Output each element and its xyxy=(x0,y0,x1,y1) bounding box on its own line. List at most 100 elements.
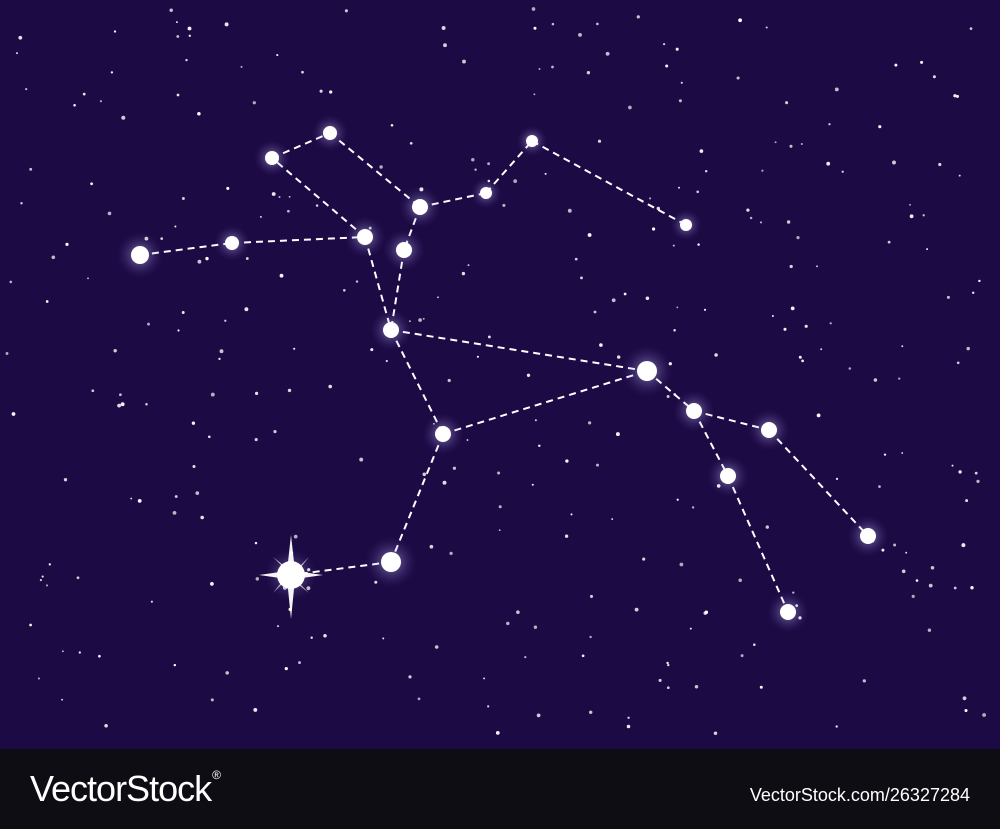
background-star xyxy=(970,586,974,590)
background-star xyxy=(498,505,502,509)
background-star xyxy=(288,195,291,198)
background-star xyxy=(130,497,133,500)
background-star xyxy=(953,586,957,590)
background-star xyxy=(218,357,221,361)
background-star xyxy=(483,677,486,680)
background-star xyxy=(956,361,960,365)
background-star xyxy=(169,8,173,12)
background-star xyxy=(474,168,477,171)
background-star xyxy=(76,576,80,580)
background-star xyxy=(110,71,114,74)
background-star xyxy=(45,584,49,587)
background-star xyxy=(699,149,704,153)
background-star xyxy=(586,71,591,75)
background-star xyxy=(599,343,603,347)
background-star xyxy=(665,64,669,68)
background-star xyxy=(774,141,777,144)
background-star xyxy=(589,594,594,598)
constellation-stars xyxy=(116,114,889,633)
background-star xyxy=(958,174,961,177)
background-star xyxy=(976,479,980,484)
background-star xyxy=(680,81,683,84)
background-star xyxy=(461,271,466,276)
background-star xyxy=(627,716,630,719)
background-star xyxy=(29,167,33,171)
background-star xyxy=(487,705,490,708)
background-star xyxy=(564,534,569,538)
background-star xyxy=(175,21,178,24)
background-star xyxy=(271,192,276,196)
background-star xyxy=(73,103,76,107)
constellation-line xyxy=(271,157,366,238)
background-star xyxy=(37,677,40,680)
background-star xyxy=(587,421,592,425)
background-star xyxy=(254,391,259,396)
background-star xyxy=(191,421,196,425)
background-star xyxy=(749,216,753,220)
background-star xyxy=(597,139,602,143)
background-star xyxy=(516,610,520,614)
background-star xyxy=(704,169,708,173)
background-star xyxy=(197,259,202,264)
background-star xyxy=(344,9,348,13)
background-star xyxy=(293,347,296,350)
constellation-star xyxy=(748,409,790,451)
background-star xyxy=(909,203,911,206)
background-star xyxy=(581,654,585,658)
background-star xyxy=(567,208,572,213)
background-star xyxy=(487,162,490,166)
background-star xyxy=(816,265,818,268)
background-star xyxy=(113,30,117,33)
background-star xyxy=(254,541,258,545)
background-star xyxy=(18,35,23,40)
background-star xyxy=(911,594,915,598)
background-star xyxy=(697,243,700,246)
background-star xyxy=(679,562,684,567)
background-star xyxy=(841,170,844,173)
background-star xyxy=(323,634,327,638)
background-star xyxy=(25,88,28,91)
background-star xyxy=(255,577,260,581)
background-star xyxy=(422,317,425,320)
background-star xyxy=(816,413,821,418)
background-star xyxy=(596,22,599,26)
background-star xyxy=(834,87,839,92)
background-star xyxy=(98,654,101,658)
background-star xyxy=(287,209,290,213)
constellation-star xyxy=(399,186,441,228)
background-star xyxy=(328,384,333,389)
background-star xyxy=(245,257,249,260)
background-star xyxy=(771,315,774,317)
background-star xyxy=(224,319,227,322)
background-star xyxy=(969,27,973,30)
background-star xyxy=(623,292,627,296)
background-star xyxy=(188,34,191,37)
background-star xyxy=(226,186,230,190)
background-star xyxy=(487,335,491,339)
background-star xyxy=(617,355,621,359)
background-star xyxy=(278,196,281,198)
background-star xyxy=(207,435,211,439)
background-star xyxy=(225,671,229,675)
background-star xyxy=(495,731,500,735)
background-star xyxy=(551,22,555,26)
background-star xyxy=(533,625,538,629)
background-star xyxy=(953,94,957,98)
background-star xyxy=(789,144,793,148)
footer-bar: VectorStock® VectorStock.com/26327284 xyxy=(0,749,1000,829)
constellation-star xyxy=(365,536,417,588)
background-star xyxy=(887,240,891,244)
background-star xyxy=(176,35,180,38)
background-star xyxy=(253,707,258,712)
background-star xyxy=(298,661,301,665)
background-star xyxy=(240,65,243,68)
background-star xyxy=(538,444,541,448)
night-sky-illustration xyxy=(0,0,1000,749)
background-star xyxy=(273,430,277,434)
background-star xyxy=(611,298,616,303)
background-star xyxy=(91,389,95,393)
sky-background xyxy=(0,0,1000,749)
background-star xyxy=(636,15,640,19)
background-star xyxy=(39,579,42,582)
background-star xyxy=(443,43,447,48)
